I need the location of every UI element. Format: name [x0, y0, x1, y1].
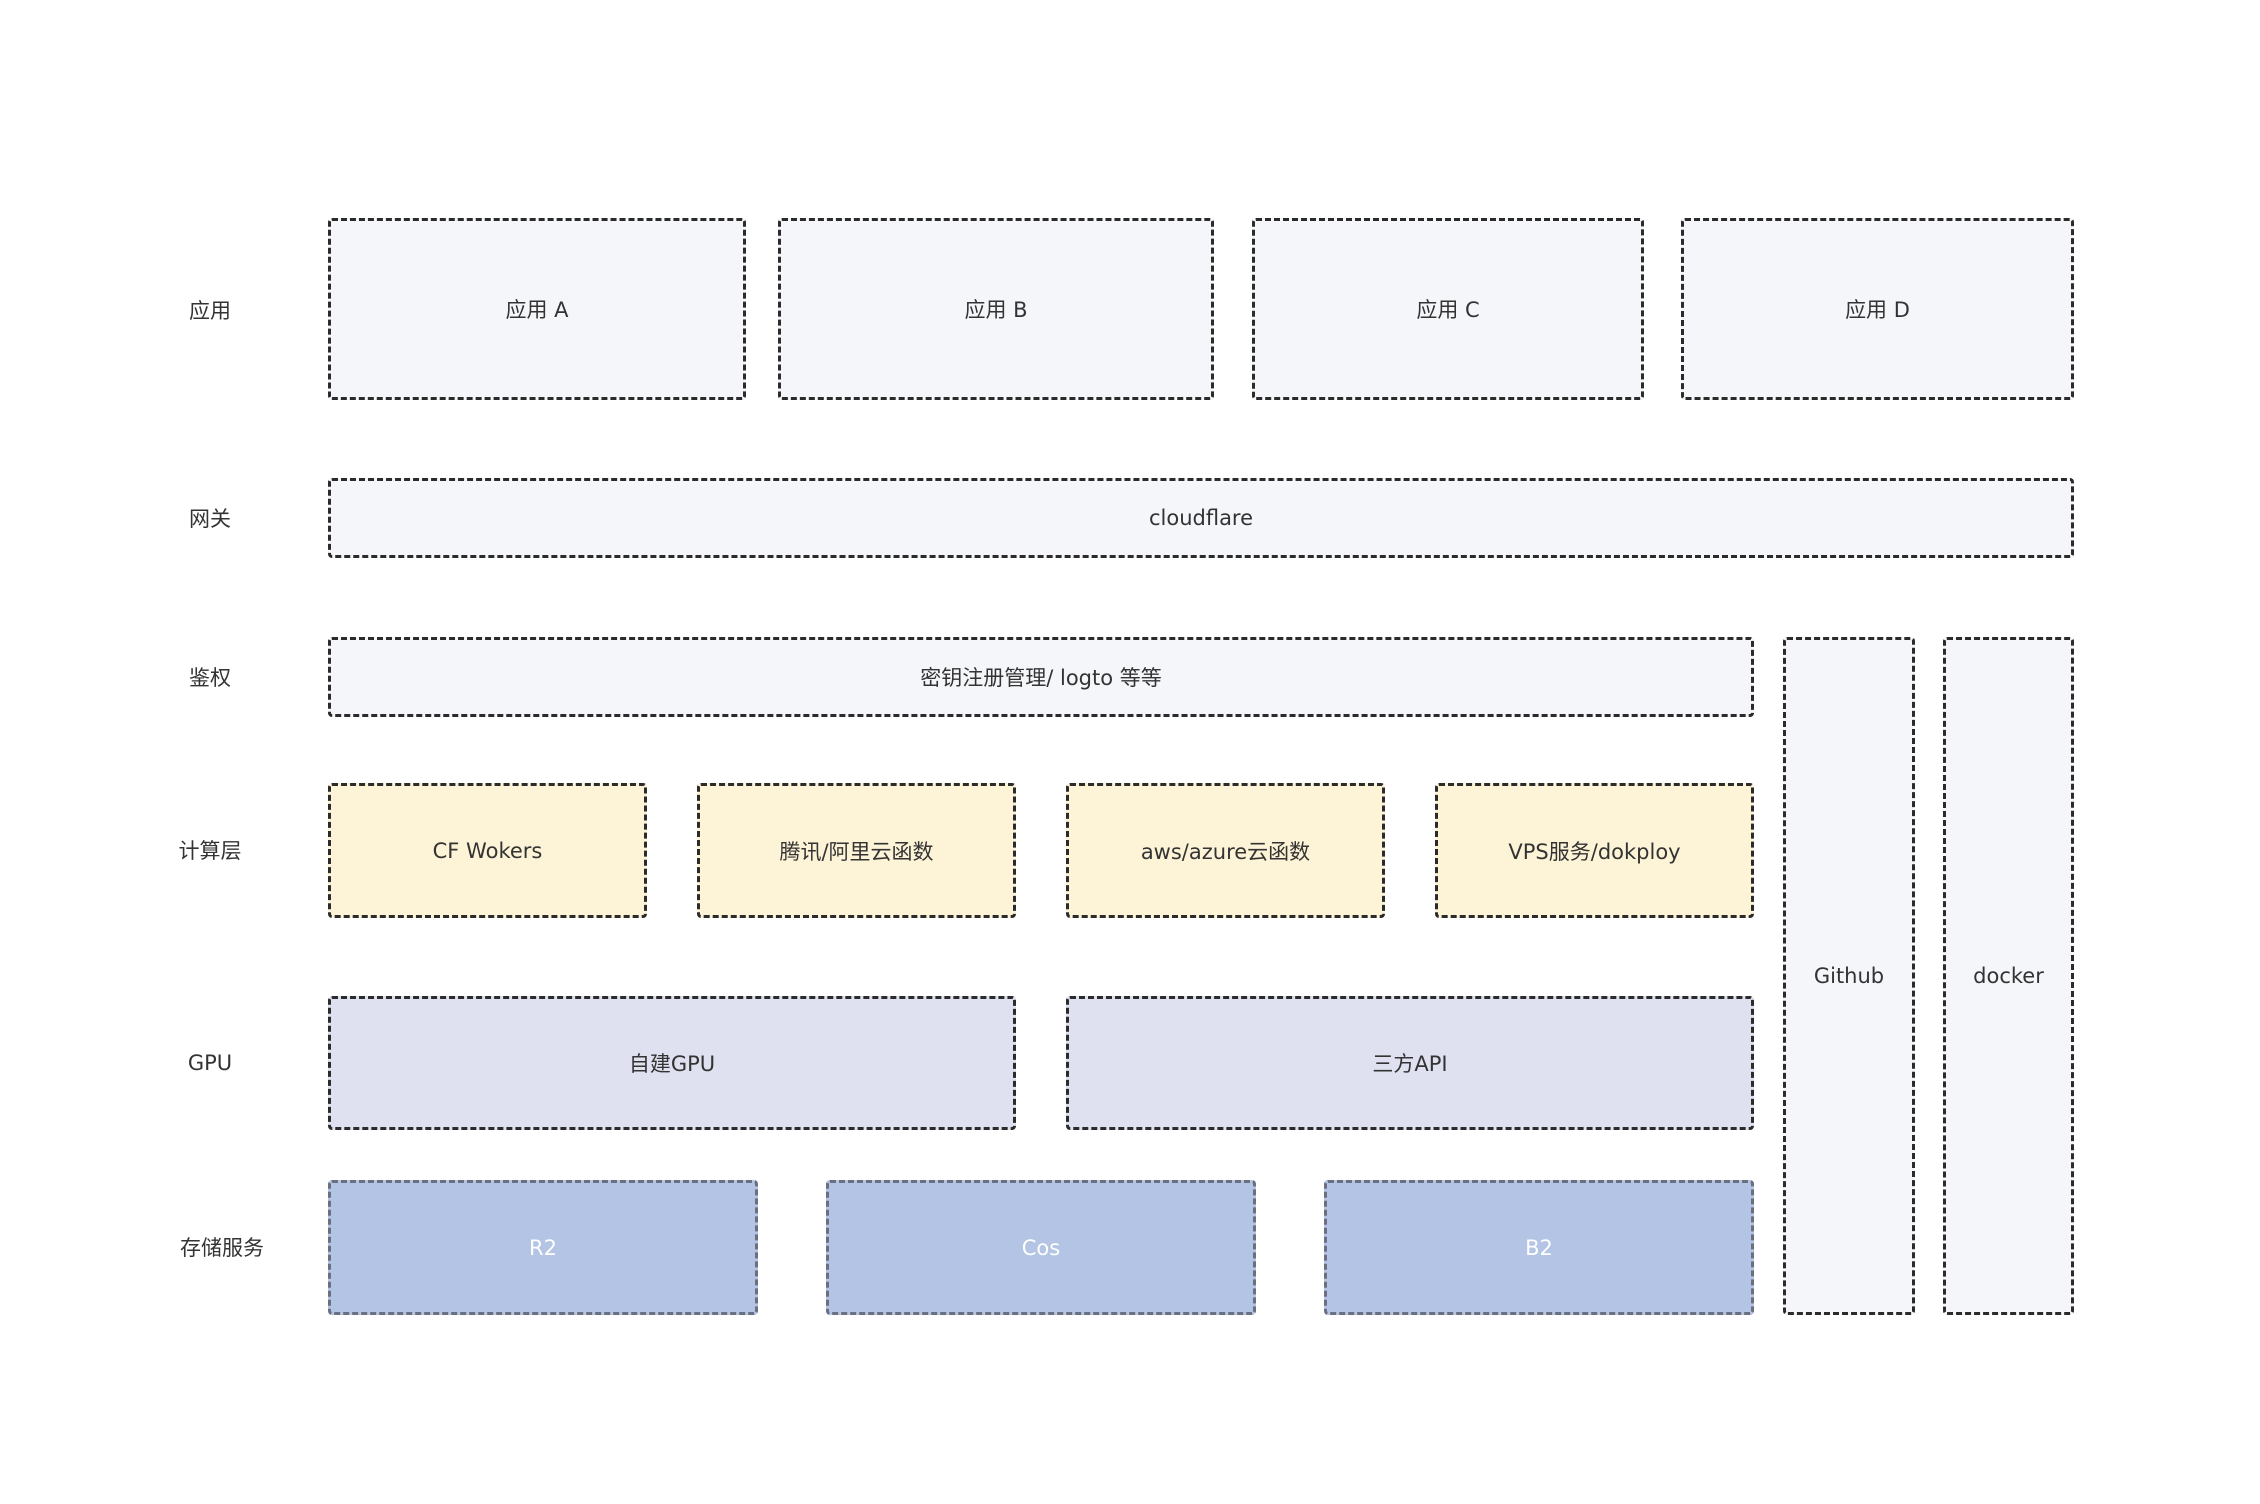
row-label-compute: 计算层 [178, 839, 242, 863]
storage-box-r2: R2 [328, 1180, 758, 1315]
row-label-auth: 鉴权 [189, 666, 231, 690]
compute-box-cloud-functions-global: aws/azure云函数 [1066, 783, 1385, 918]
gateway-box: cloudflare [328, 478, 2074, 558]
compute-box-cloud-functions-cn: 腾讯/阿里云函数 [697, 783, 1016, 918]
row-label-gateway: 网关 [189, 507, 231, 531]
side-box-docker: docker [1943, 637, 2074, 1315]
compute-box-vps: VPS服务/dokploy [1435, 783, 1754, 918]
row-label-app: 应用 [189, 299, 231, 323]
gpu-box-third-party-api: 三方API [1066, 996, 1754, 1130]
app-box-c: 应用 C [1252, 218, 1644, 400]
side-box-github: Github [1783, 637, 1915, 1315]
gpu-box-self-hosted: 自建GPU [328, 996, 1016, 1130]
compute-box-cf-workers: CF Wokers [328, 783, 647, 918]
app-box-a: 应用 A [328, 218, 746, 400]
storage-box-cos: Cos [826, 1180, 1256, 1315]
storage-box-b2: B2 [1324, 1180, 1754, 1315]
app-box-b: 应用 B [778, 218, 1214, 400]
app-box-d: 应用 D [1681, 218, 2074, 400]
auth-box: 密钥注册管理/ logto 等等 [328, 637, 1754, 717]
row-label-gpu: GPU [187, 1051, 233, 1075]
row-label-storage: 存储服务 [180, 1236, 264, 1260]
